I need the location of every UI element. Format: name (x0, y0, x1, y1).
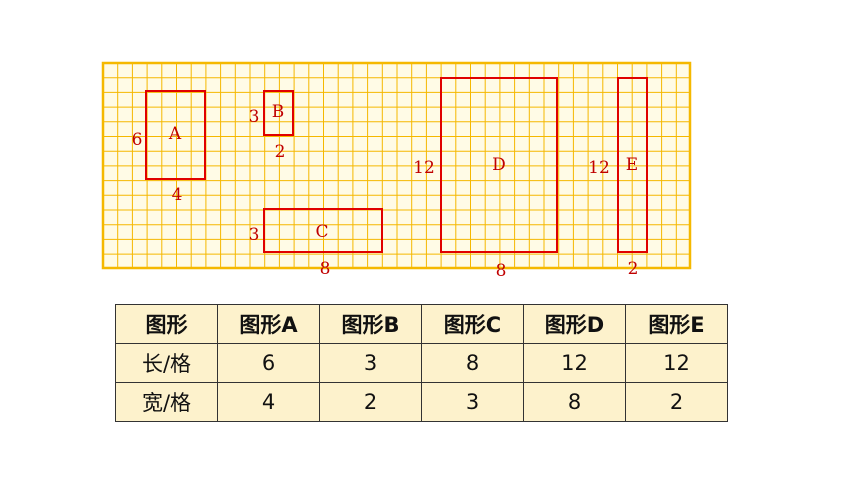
grid-border (101, 61, 692, 270)
rectangle-b (263, 90, 294, 136)
row-label-length: 长/格 (115, 343, 218, 383)
shape-label-b: B (272, 102, 285, 122)
table-row: 长/格 6 3 8 12 12 (115, 343, 728, 383)
table-header-cell: 图形E (625, 304, 728, 344)
rectangle-d (440, 77, 558, 253)
dimension-e-width: 2 (628, 259, 639, 279)
table-cell: 8 (421, 343, 524, 383)
table-cell: 2 (625, 382, 728, 422)
dimension-c-width: 8 (320, 259, 331, 279)
table-header-row: 图形 图形A 图形B 图形C 图形D 图形E (115, 304, 728, 344)
dimension-c-length: 3 (249, 225, 260, 245)
table-row: 宽/格 4 2 3 8 2 (115, 382, 728, 422)
table-cell: 3 (319, 343, 422, 383)
table-cell: 12 (523, 343, 626, 383)
table-header-cell: 图形C (421, 304, 524, 344)
shape-label-a: A (168, 124, 182, 144)
table-header-cell: 图形D (523, 304, 626, 344)
dimension-d-width: 8 (496, 261, 507, 281)
data-table: 图形 图形A 图形B 图形C 图形D 图形E 长/格 6 3 8 12 12 宽… (115, 304, 728, 422)
rectangle-a (145, 90, 206, 180)
table-cell: 2 (319, 382, 422, 422)
grid-diagram: A 6 4 B 3 2 C 3 8 D 12 8 E 12 2 (101, 61, 692, 281)
dimension-b-width: 2 (275, 142, 286, 162)
table-header-cell: 图形A (217, 304, 320, 344)
table-cell: 12 (625, 343, 728, 383)
row-label-width: 宽/格 (115, 382, 218, 422)
table-cell: 4 (217, 382, 320, 422)
dimension-a-length: 6 (132, 130, 143, 150)
table-cell: 3 (421, 382, 524, 422)
shape-label-c: C (315, 222, 328, 242)
rectangle-e (617, 77, 648, 253)
shape-label-d: D (492, 155, 506, 175)
table-cell: 6 (217, 343, 320, 383)
shape-label-e: E (626, 155, 638, 175)
dimension-e-length: 12 (588, 158, 610, 178)
dimension-b-length: 3 (249, 107, 260, 127)
table-cell: 8 (523, 382, 626, 422)
dimension-d-length: 12 (413, 158, 435, 178)
table-header-cell: 图形B (319, 304, 422, 344)
rectangle-c (263, 208, 383, 253)
table-header-cell: 图形 (115, 304, 218, 344)
dimension-a-width: 4 (172, 185, 183, 205)
